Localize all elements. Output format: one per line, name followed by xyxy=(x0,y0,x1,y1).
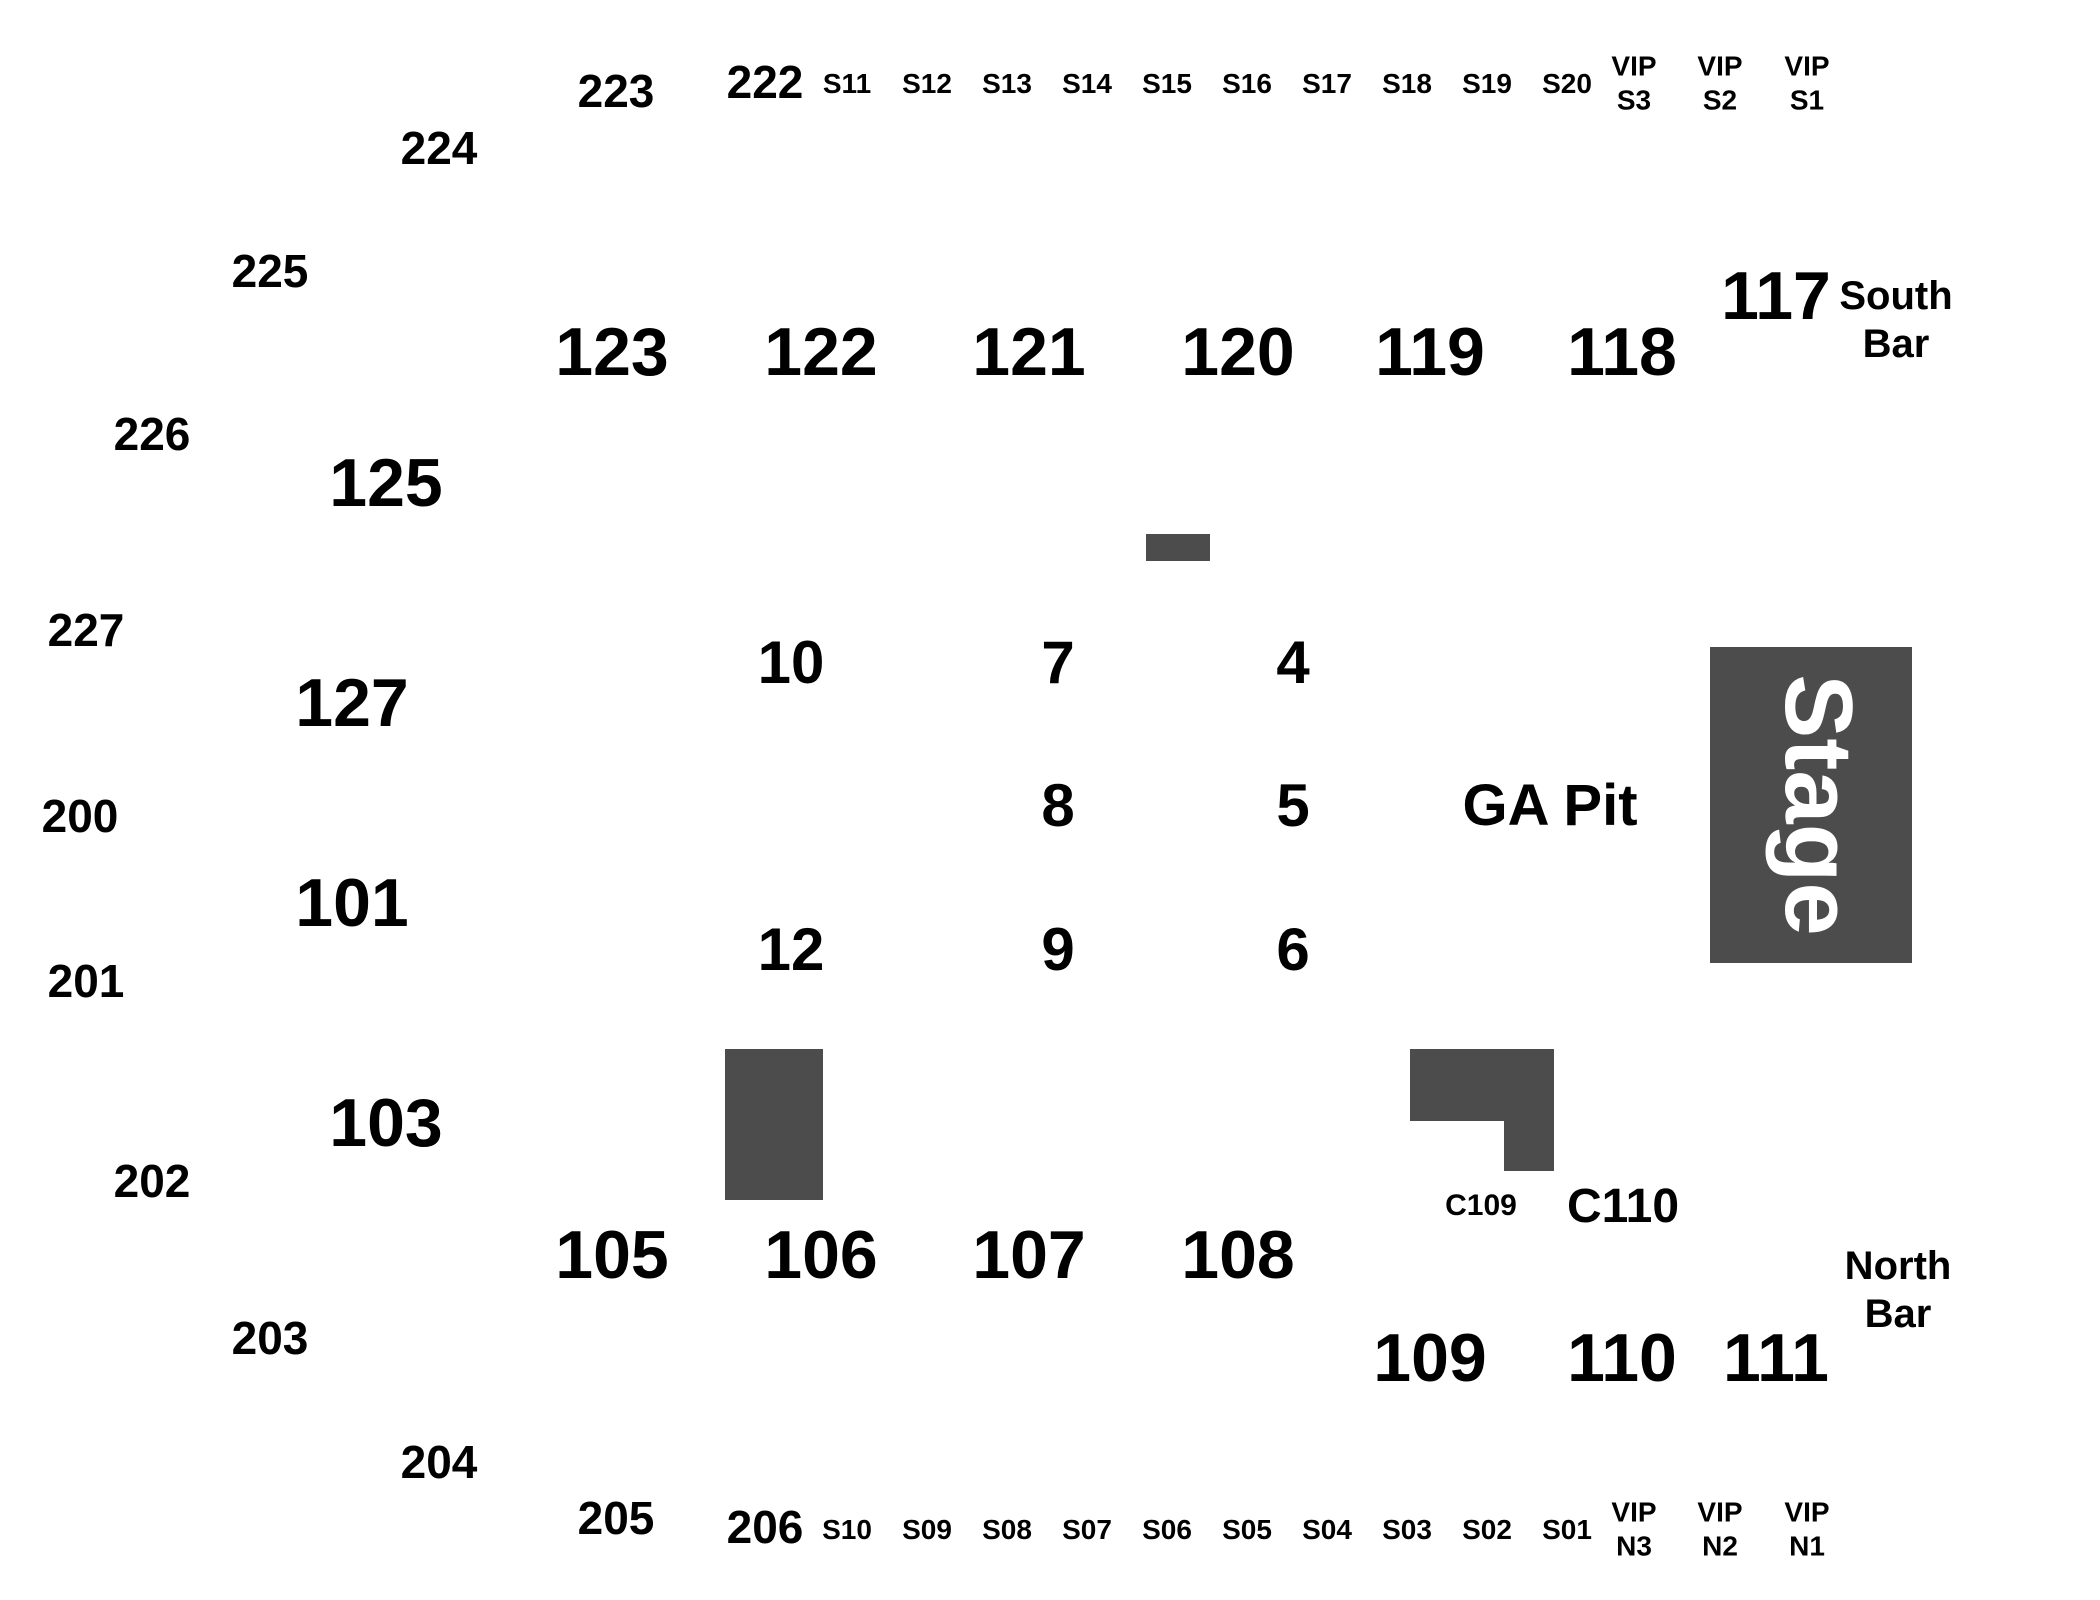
suite-s06[interactable]: S06 xyxy=(1142,1514,1192,1545)
north-bar[interactable]: North Bar xyxy=(1845,1242,1952,1338)
vip-n3-line1: VIP xyxy=(1611,1496,1657,1528)
section-c109[interactable]: C109 xyxy=(1445,1189,1517,1222)
vip-s3-line1: VIP xyxy=(1611,50,1657,82)
section-206[interactable]: 206 xyxy=(726,1501,804,1553)
south-bar-line1: South xyxy=(1839,274,1953,318)
vip-n3-line2: N3 xyxy=(1616,1530,1652,1561)
suite-s12[interactable]: S12 xyxy=(902,68,952,99)
stage-block[interactable] xyxy=(1710,647,1912,963)
suite-s08[interactable]: S08 xyxy=(982,1514,1032,1545)
ga-pit[interactable]: GA Pit xyxy=(1462,773,1638,838)
floor-8[interactable]: 8 xyxy=(1041,772,1075,839)
suite-s03[interactable]: S03 xyxy=(1382,1514,1432,1545)
section-227[interactable]: 227 xyxy=(47,604,125,656)
section-117[interactable]: 117 xyxy=(1721,258,1831,334)
section-222[interactable]: 222 xyxy=(726,56,804,108)
south-bar-line2: Bar xyxy=(1862,322,1930,366)
vip-s2[interactable]: VIP S2 xyxy=(1697,49,1742,116)
floor-7[interactable]: 7 xyxy=(1041,629,1075,696)
suite-s17[interactable]: S17 xyxy=(1302,68,1352,99)
section-225[interactable]: 225 xyxy=(231,245,309,297)
section-202[interactable]: 202 xyxy=(113,1155,191,1207)
suite-s18[interactable]: S18 xyxy=(1382,68,1432,99)
section-101[interactable]: 101 xyxy=(295,865,409,941)
section-105[interactable]: 105 xyxy=(555,1217,669,1293)
sound-board-block xyxy=(1146,534,1210,561)
suite-s13[interactable]: S13 xyxy=(982,68,1032,99)
section-120[interactable]: 120 xyxy=(1181,314,1295,390)
section-200[interactable]: 200 xyxy=(41,790,119,842)
suite-s01[interactable]: S01 xyxy=(1542,1514,1592,1545)
suite-s11[interactable]: S11 xyxy=(822,68,872,99)
floor-9[interactable]: 9 xyxy=(1041,916,1075,983)
vip-s1-line1: VIP xyxy=(1784,50,1830,82)
section-118[interactable]: 118 xyxy=(1567,314,1677,390)
section-110[interactable]: 110 xyxy=(1567,1320,1677,1396)
suite-s04[interactable]: S04 xyxy=(1302,1514,1352,1545)
section-111[interactable]: 111 xyxy=(1723,1320,1829,1396)
north-bar-line2: Bar xyxy=(1864,1292,1932,1336)
vip-s3[interactable]: VIP S3 xyxy=(1611,49,1656,116)
vip-n1-line1: VIP xyxy=(1784,1496,1830,1528)
section-109[interactable]: 109 xyxy=(1373,1320,1487,1396)
floor-4[interactable]: 4 xyxy=(1276,629,1310,696)
suite-s05[interactable]: S05 xyxy=(1222,1514,1272,1545)
section-204[interactable]: 204 xyxy=(400,1436,478,1488)
floor-block-right-leg xyxy=(1504,1049,1554,1171)
section-122[interactable]: 122 xyxy=(764,314,878,390)
floor-6[interactable]: 6 xyxy=(1276,916,1310,983)
suite-s19[interactable]: S19 xyxy=(1462,68,1512,99)
stage-label: Stage xyxy=(1765,674,1872,936)
suite-s14[interactable]: S14 xyxy=(1062,68,1112,99)
vip-n1[interactable]: VIP N1 xyxy=(1784,1495,1829,1562)
vip-n2-line1: VIP xyxy=(1697,1496,1743,1528)
south-bar[interactable]: South Bar xyxy=(1839,272,1952,368)
north-bar-line1: North xyxy=(1844,1244,1952,1288)
vip-s3-line2: S3 xyxy=(1616,84,1652,115)
section-123[interactable]: 123 xyxy=(555,314,669,390)
floor-5[interactable]: 5 xyxy=(1276,772,1310,839)
suite-s09[interactable]: S09 xyxy=(902,1514,952,1545)
floor-block-left xyxy=(725,1049,823,1200)
section-c110[interactable]: C110 xyxy=(1566,1180,1680,1233)
section-203[interactable]: 203 xyxy=(231,1312,309,1364)
vip-n2-line2: N2 xyxy=(1702,1530,1738,1561)
section-121[interactable]: 121 xyxy=(972,314,1086,390)
vip-n1-line2: N1 xyxy=(1789,1530,1825,1561)
vip-s1-line2: S1 xyxy=(1789,84,1825,115)
suite-s20[interactable]: S20 xyxy=(1542,68,1592,99)
vip-s2-line1: VIP xyxy=(1697,50,1743,82)
section-127[interactable]: 127 xyxy=(295,665,409,741)
section-201[interactable]: 201 xyxy=(47,955,125,1007)
section-106[interactable]: 106 xyxy=(764,1217,878,1293)
suite-s10[interactable]: S10 xyxy=(822,1514,872,1545)
section-103[interactable]: 103 xyxy=(329,1085,443,1161)
suite-s16[interactable]: S16 xyxy=(1222,68,1272,99)
suite-s07[interactable]: S07 xyxy=(1062,1514,1112,1545)
section-224[interactable]: 224 xyxy=(400,122,478,174)
section-226[interactable]: 226 xyxy=(113,408,191,460)
section-125[interactable]: 125 xyxy=(329,445,443,521)
suite-s02[interactable]: S02 xyxy=(1462,1514,1512,1545)
suite-s15[interactable]: S15 xyxy=(1142,68,1192,99)
section-205[interactable]: 205 xyxy=(577,1492,655,1544)
floor-12[interactable]: 12 xyxy=(757,916,825,983)
section-108[interactable]: 108 xyxy=(1181,1217,1295,1293)
vip-s1[interactable]: VIP S1 xyxy=(1784,49,1829,116)
vip-s2-line2: S2 xyxy=(1702,84,1738,115)
floor-10[interactable]: 10 xyxy=(757,629,825,696)
section-119[interactable]: 119 xyxy=(1375,314,1485,390)
vip-n2[interactable]: VIP N2 xyxy=(1697,1495,1742,1562)
section-107[interactable]: 107 xyxy=(972,1217,1086,1293)
section-223[interactable]: 223 xyxy=(577,65,655,117)
vip-n3[interactable]: VIP N3 xyxy=(1611,1495,1656,1562)
